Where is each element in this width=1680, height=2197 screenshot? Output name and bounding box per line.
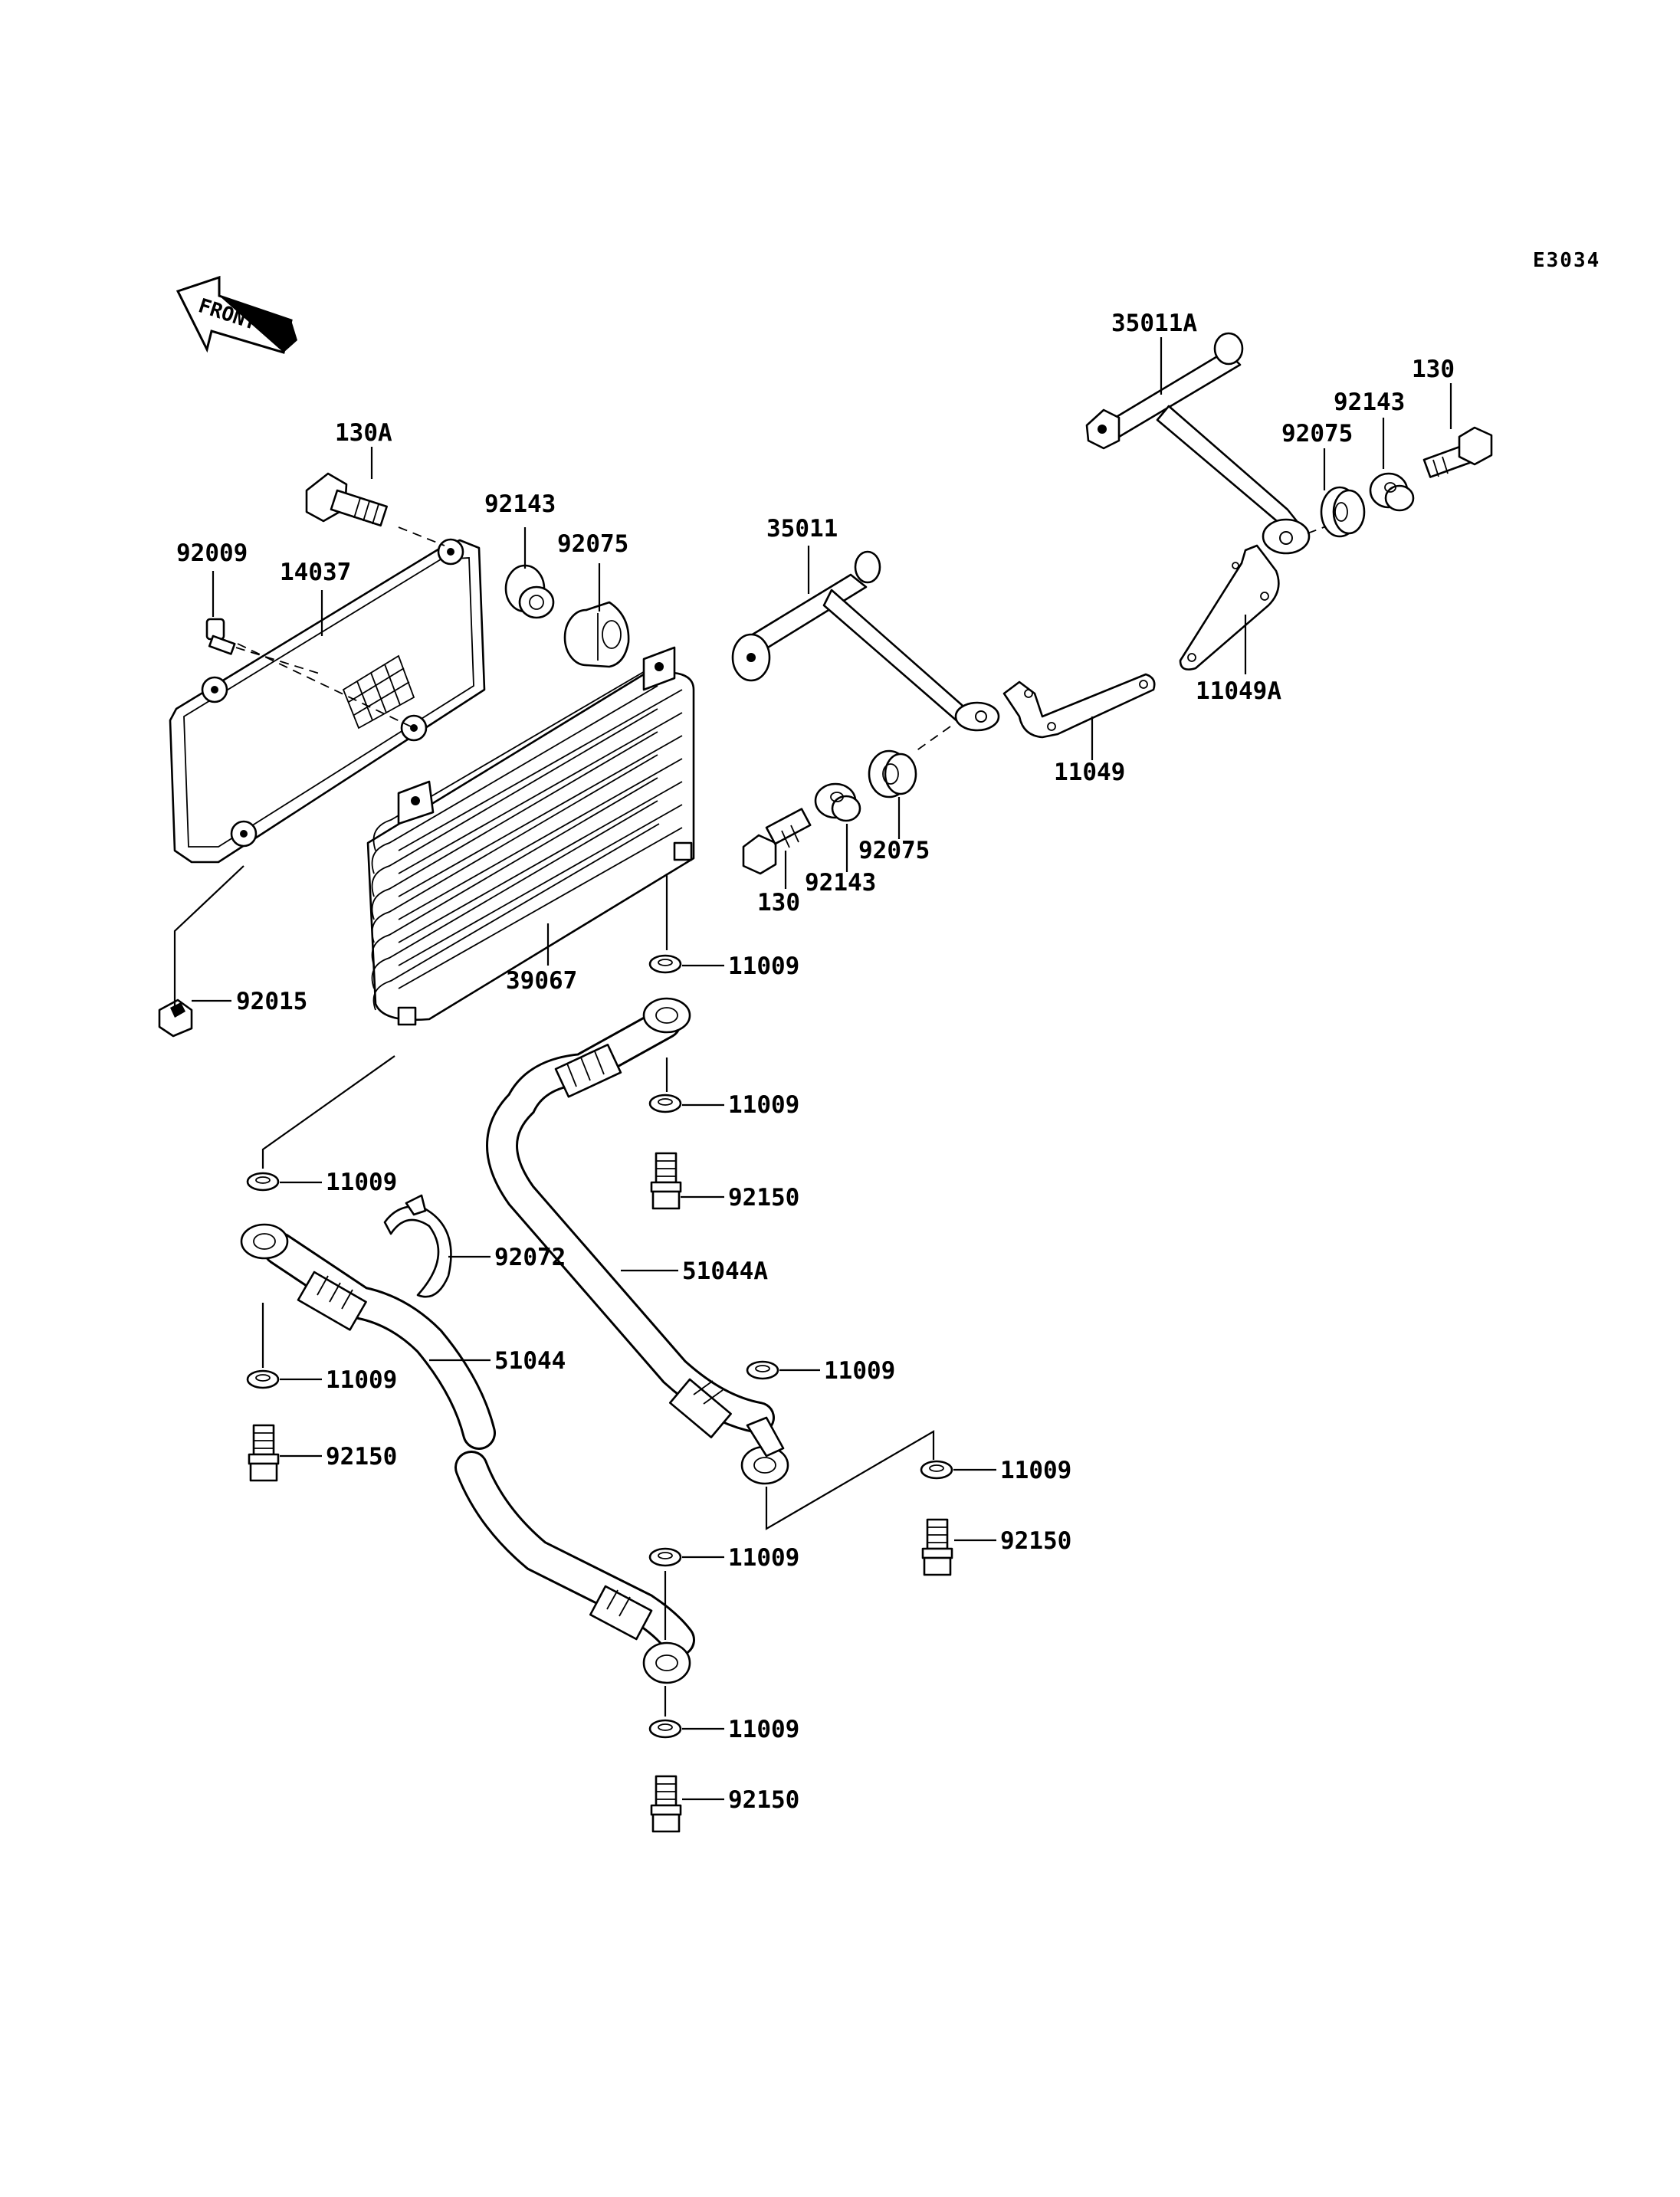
part-label-92150: 92150 — [728, 1786, 799, 1814]
bolt-130a-icon — [305, 472, 445, 546]
union-bolt-92150-icon — [650, 1152, 682, 1210]
grommet-92075-left-icon — [563, 601, 630, 668]
part-label-11009: 11009 — [326, 1169, 397, 1196]
part-label-92150: 92150 — [326, 1443, 397, 1471]
part-label-130: 130 — [1412, 356, 1455, 383]
cooler-cover-part — [169, 538, 486, 864]
washer-11009-icon — [746, 1360, 779, 1380]
part-label-92009: 92009 — [176, 539, 248, 567]
washer-11009-icon — [648, 1094, 682, 1113]
bracket-11049a-part — [1179, 544, 1280, 671]
part-label-35011: 35011 — [766, 515, 838, 543]
part-label-11009: 11009 — [728, 1544, 799, 1572]
grommet-92075-right-icon — [1320, 486, 1366, 538]
part-label-92143: 92143 — [1334, 389, 1405, 416]
part-label-51044a: 51044A — [682, 1258, 768, 1285]
part-label-11009: 11009 — [1000, 1457, 1071, 1484]
part-label-51044: 51044 — [494, 1347, 566, 1375]
collar-92143-left-icon — [504, 564, 555, 619]
washer-11009-icon — [648, 954, 682, 974]
union-bolt-92150-icon — [921, 1518, 953, 1576]
part-label-92150: 92150 — [1000, 1527, 1071, 1555]
part-label-35011a: 35011A — [1111, 310, 1197, 337]
washer-11009-icon — [648, 1547, 682, 1567]
oil-hose-51044-part — [240, 1223, 695, 1684]
bracket-35011-part — [731, 550, 1000, 752]
front-arrow-icon: FRONT — [176, 275, 297, 354]
part-label-92143: 92143 — [484, 490, 556, 518]
union-bolt-92150-icon — [650, 1775, 682, 1833]
washer-11009-icon — [920, 1460, 953, 1480]
part-label-130: 130 — [757, 889, 800, 917]
union-bolt-92150-icon — [248, 1424, 280, 1482]
bracket-35011a-part — [1085, 332, 1333, 555]
bolt-130-mid-icon — [742, 808, 812, 875]
part-label-11009: 11009 — [728, 1716, 799, 1743]
screw-92009-icon — [205, 618, 323, 675]
oil-hose-51044a-part — [486, 997, 789, 1485]
part-label-92150: 92150 — [728, 1184, 799, 1212]
part-label-92072: 92072 — [494, 1244, 566, 1271]
part-label-92075: 92075 — [557, 530, 628, 558]
part-labels: 130A 92009 14037 92143 92075 35011 35011… — [176, 310, 1455, 1814]
part-label-11009: 11009 — [728, 1091, 799, 1119]
clip-92015-icon — [158, 998, 193, 1038]
part-label-11049a: 11049A — [1196, 677, 1281, 705]
part-label-92015: 92015 — [236, 988, 307, 1015]
washer-11009-icon — [246, 1369, 280, 1389]
collar-92143-mid-icon — [814, 782, 861, 822]
part-label-39067: 39067 — [506, 967, 577, 995]
clamp-92072-icon — [383, 1194, 452, 1298]
leader-lines — [173, 337, 1452, 1801]
washer-11009-icon — [648, 1719, 682, 1739]
bolt-130-right-icon — [1422, 426, 1493, 478]
part-label-14037: 14037 — [280, 559, 351, 586]
grommet-92075-mid-icon — [868, 749, 917, 798]
collar-92143-right-icon — [1369, 472, 1415, 512]
part-label-130a: 130A — [335, 419, 392, 447]
part-label-11049: 11049 — [1054, 759, 1125, 786]
part-label-11009: 11009 — [326, 1366, 397, 1394]
bracket-11049-part — [1002, 673, 1156, 739]
part-label-92143: 92143 — [805, 869, 876, 897]
oil-cooler-part — [366, 646, 695, 1026]
part-label-11009: 11009 — [824, 1357, 895, 1385]
part-label-92075: 92075 — [858, 837, 930, 864]
part-label-92075: 92075 — [1281, 420, 1353, 448]
diagram-code: E3034 — [1533, 249, 1600, 272]
part-label-11009: 11009 — [728, 953, 799, 980]
washer-11009-icon — [246, 1172, 280, 1192]
